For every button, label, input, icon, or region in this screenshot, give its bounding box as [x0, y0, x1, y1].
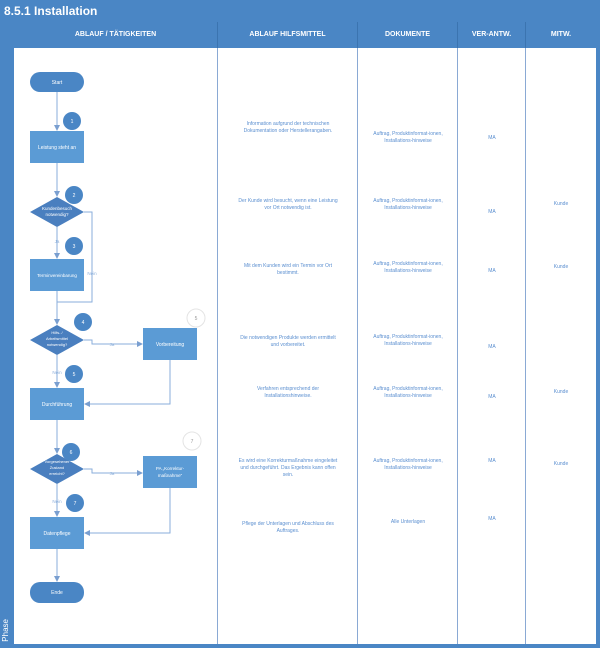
svg-text:erreicht?: erreicht?: [49, 471, 65, 476]
verantw-text: MA: [488, 135, 496, 141]
column-header-verantw: VER-ANTW.: [458, 22, 526, 48]
svg-text:Hilfs- /: Hilfs- /: [51, 330, 63, 335]
yes-label: Ja: [110, 471, 115, 476]
dokumente-text: Auftrag, Produktinformat-ionen, Installa…: [373, 334, 443, 347]
dokumente-text: Auftrag, Produktinformat-ionen, Installa…: [373, 458, 443, 471]
svg-text:Arbeitsmittel: Arbeitsmittel: [46, 336, 68, 341]
step-number: 3: [73, 244, 76, 250]
start-terminal: [30, 72, 84, 92]
step-korrektur: [143, 456, 197, 488]
step-label: Datenpflege: [44, 531, 71, 537]
verantw-text: MA: [488, 344, 496, 350]
mitw-text: Kunde: [553, 389, 569, 395]
column-header-mitw: MITW.: [550, 31, 572, 38]
step-vorbereitung: [143, 328, 197, 360]
decision-zustand: [30, 454, 84, 484]
dokumente-text: Auftrag, Produktinformat-ionen, Installa…: [373, 198, 443, 211]
column-verantw: [458, 48, 526, 644]
connector: [84, 468, 143, 476]
verantw-text: MA: [488, 268, 496, 274]
svg-text:maßnahme“: maßnahme“: [158, 473, 183, 478]
step-number: 7: [191, 439, 194, 445]
dokumente-text: Auftrag, Produktinformat-ionen, Installa…: [373, 386, 443, 399]
column-hilfsmittel: [218, 48, 358, 644]
no-label: Nein: [52, 499, 62, 504]
yes-label: Ja: [55, 239, 60, 244]
hilfsmittel-text: Der Kunde wird besucht, wenn eine Leistu…: [238, 198, 338, 211]
dokumente-text: Auftrag, Produktinformat-ionen, Installa…: [373, 131, 443, 144]
mitw-text: Kunde: [553, 201, 569, 207]
step-leistung: [30, 131, 84, 163]
step-number: 5: [195, 316, 198, 322]
step-number: 4: [82, 320, 85, 326]
svg-text:Kundenbesuch: Kundenbesuch: [42, 206, 73, 211]
column-dokumente: [358, 48, 458, 644]
hilfsmittel-text: Information aufgrund der technischen Dok…: [243, 121, 333, 134]
hilfsmittel-text: Verfahren entsprechend der Installations…: [257, 386, 319, 399]
no-label: Nein: [52, 370, 62, 375]
verantw-text: MA: [488, 458, 496, 464]
connector: [84, 339, 143, 347]
connector: [84, 488, 171, 536]
hilfsmittel-text: Mit dem Kunden wird ein Termin vor Ort b…: [244, 263, 332, 276]
step-number: 7: [74, 501, 77, 507]
column-header-hilfsmittel: ABLAUF HILFSMITTEL: [218, 22, 358, 48]
end-label: Ende: [51, 590, 63, 596]
dokumente-text: Alle Unterlagen: [390, 519, 426, 525]
column-header-dokumente: DOKUMENTE: [358, 22, 458, 48]
decision-hilfsmittel: [30, 325, 84, 355]
step-number: 6: [70, 450, 73, 456]
start-label: Start: [52, 80, 63, 86]
svg-text:Vorgesehener: Vorgesehener: [45, 459, 71, 464]
step-label: Durchführung: [42, 402, 73, 408]
verantw-text: MA: [488, 209, 496, 215]
step-datenpflege: [30, 517, 84, 549]
end-terminal: [30, 582, 84, 603]
svg-text:notwendig?: notwendig?: [45, 212, 69, 217]
hilfsmittel-text: Pflege der Unterlagen und Abschluss des …: [242, 521, 334, 534]
dokumente-text: Auftrag, Produktinformat-ionen, Installa…: [373, 261, 443, 274]
step-label: Vorbereitung: [156, 342, 185, 348]
step-number: 1: [71, 119, 74, 125]
verantw-text: MA: [488, 394, 496, 400]
verantw-text: MA: [488, 516, 496, 522]
svg-text:PA „Korrektur-: PA „Korrektur-: [156, 466, 185, 471]
hilfsmittel-text: Es wird eine Korrekturmaßnahme eingeleit…: [238, 458, 338, 478]
step-termin: [30, 259, 84, 291]
step-durchfuehrung: [30, 388, 84, 420]
step-label: Leistung steht an: [38, 145, 76, 151]
svg-text:notwendig?: notwendig?: [47, 342, 68, 347]
hilfsmittel-text: Die notwendigen Produkte werden ermittel…: [240, 335, 336, 348]
mitw-text: Kunde: [553, 264, 569, 270]
column-mitw: [526, 48, 596, 644]
no-label: Nein: [87, 271, 97, 276]
svg-text:Zustand: Zustand: [50, 465, 64, 470]
step-number: 5: [73, 372, 76, 378]
column-header-ablauf: ABLAUF / TÄTIGKEITEN: [14, 22, 218, 48]
step-label: Terminvereinbarung: [37, 273, 77, 278]
decision-kundenbesuch: [30, 197, 84, 227]
mitw-text: Kunde: [553, 461, 569, 467]
connector: [84, 360, 171, 407]
page-title: 8.5.1 Installation: [0, 0, 600, 22]
step-number: 2: [73, 193, 76, 199]
yes-label: Ja: [110, 342, 115, 347]
connector: [57, 211, 93, 303]
